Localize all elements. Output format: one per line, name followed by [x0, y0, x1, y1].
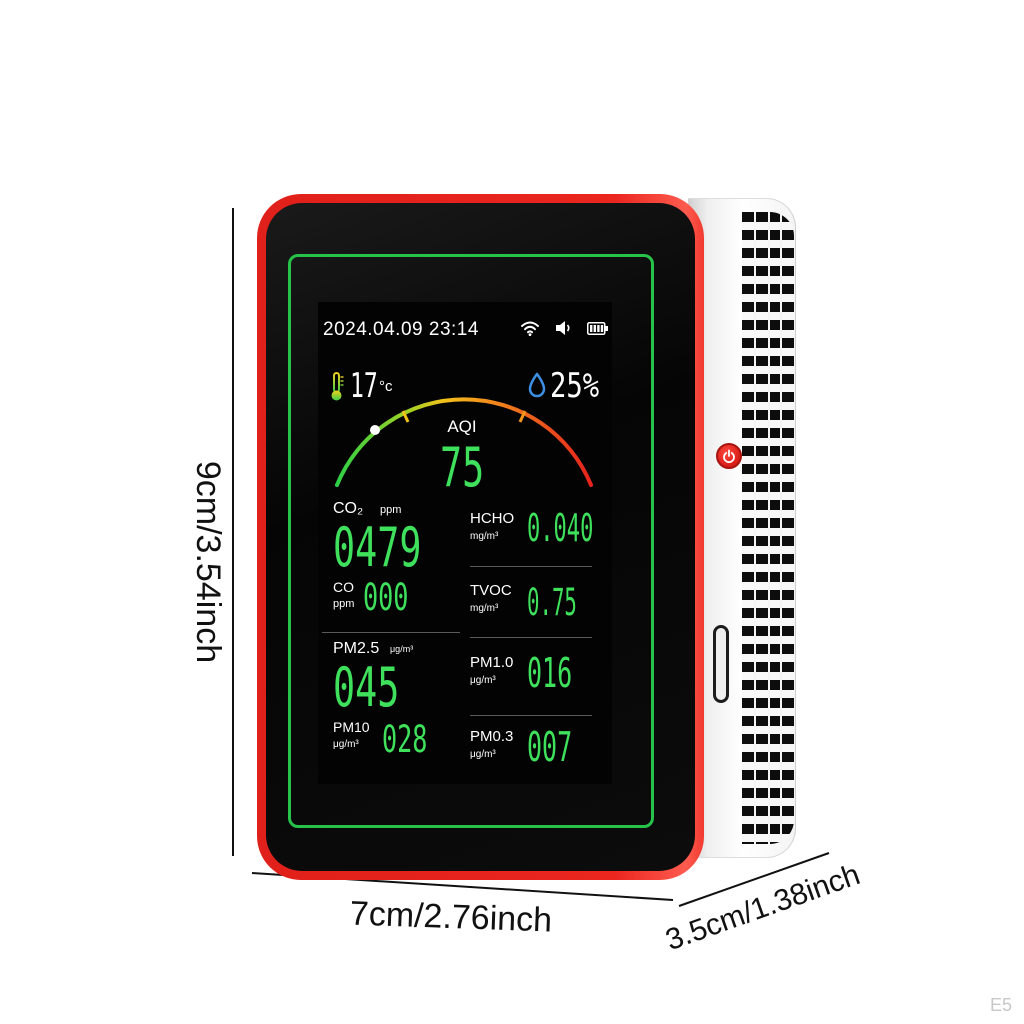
- display-screen: 2024.04.09 23:14 17 °c: [318, 302, 612, 784]
- right-divider: [470, 637, 592, 638]
- hcho-unit: mg/m³: [470, 531, 499, 542]
- co-value: 000: [363, 576, 409, 619]
- thermometer-icon: [331, 372, 344, 401]
- aqi-gauge-arc: [335, 397, 593, 487]
- pm03-unit: μg/m³: [470, 749, 496, 760]
- tvoc-unit: mg/m³: [470, 603, 499, 614]
- pm25-value-wrap: 045: [333, 661, 431, 715]
- right-divider: [470, 715, 592, 716]
- pm25-value: 045: [333, 656, 400, 719]
- power-button[interactable]: [716, 443, 742, 469]
- aqi-gauge-tick: [518, 410, 527, 423]
- hcho-value: 0.040: [527, 506, 594, 550]
- pm25-unit: μg/m³: [390, 644, 414, 654]
- co2-value: 0479: [333, 516, 422, 579]
- right-divider: [470, 566, 592, 567]
- aqi-value: 75: [440, 436, 485, 499]
- fin-edge: [780, 212, 782, 844]
- depth-dimension-line: [678, 852, 830, 907]
- tvoc-value: 0.75: [527, 581, 577, 624]
- speaker-icon: [556, 321, 570, 335]
- pm25-label: PM2.5: [333, 640, 380, 657]
- pm10-value: 028: [382, 718, 428, 761]
- droplet-icon: [528, 372, 546, 398]
- fin-edge: [768, 212, 770, 844]
- co-label: CO: [333, 579, 354, 595]
- device-side-panel: [688, 198, 796, 858]
- tvoc-value-wrap: 0.75: [527, 584, 612, 621]
- pm1-value: 016: [527, 649, 573, 697]
- temperature-value: 17: [350, 366, 378, 406]
- aqi-gauge-indicator: [370, 425, 380, 435]
- pm10-value-wrap: 028: [382, 721, 449, 758]
- wifi-icon: [521, 321, 539, 336]
- pm1-value-wrap: 016: [527, 653, 601, 694]
- aqi-label: AQI: [447, 417, 477, 436]
- fin-edge: [754, 212, 756, 844]
- pm03-value: 007: [527, 723, 573, 771]
- aqi-gauge: [335, 397, 593, 487]
- pm10-label: PM10: [333, 719, 370, 735]
- status-light-ring: [288, 254, 654, 828]
- co-unit: ppm: [333, 598, 355, 610]
- hcho-label: HCHO: [470, 510, 515, 527]
- height-dimension-label: 9cm/3.54inch: [189, 460, 227, 664]
- aqi-value-wrap: 75: [440, 441, 505, 495]
- aqi-gauge-tick: [401, 410, 410, 423]
- temperature-unit: °c: [379, 378, 393, 395]
- pm1-unit: μg/m³: [470, 675, 496, 686]
- pm03-label: PM0.3: [470, 728, 514, 745]
- hcho-value-wrap: 0.040: [527, 509, 612, 547]
- left-divider: [322, 632, 460, 633]
- tvoc-label: TVOC: [470, 582, 512, 599]
- co2-label: CO₂: [333, 500, 364, 517]
- co-value-wrap: 000: [363, 579, 430, 616]
- pm10-unit: μg/m³: [333, 739, 359, 750]
- usb-c-port[interactable]: [713, 625, 729, 703]
- co2-value-wrap: 0479: [333, 521, 463, 575]
- humidity-value-wrap: 25%: [550, 369, 611, 403]
- power-icon: [723, 449, 735, 463]
- co2-unit: ppm: [380, 504, 402, 516]
- temperature-value-wrap: 17: [350, 369, 391, 403]
- battery-icon: [587, 322, 608, 335]
- vent-fins: [742, 212, 794, 844]
- pm1-label: PM1.0: [470, 654, 514, 671]
- pm03-value-wrap: 007: [527, 727, 601, 768]
- humidity-value: 25%: [550, 366, 600, 406]
- datetime: 2024.04.09 23:14: [323, 319, 479, 340]
- watermark: E5: [990, 995, 1013, 1015]
